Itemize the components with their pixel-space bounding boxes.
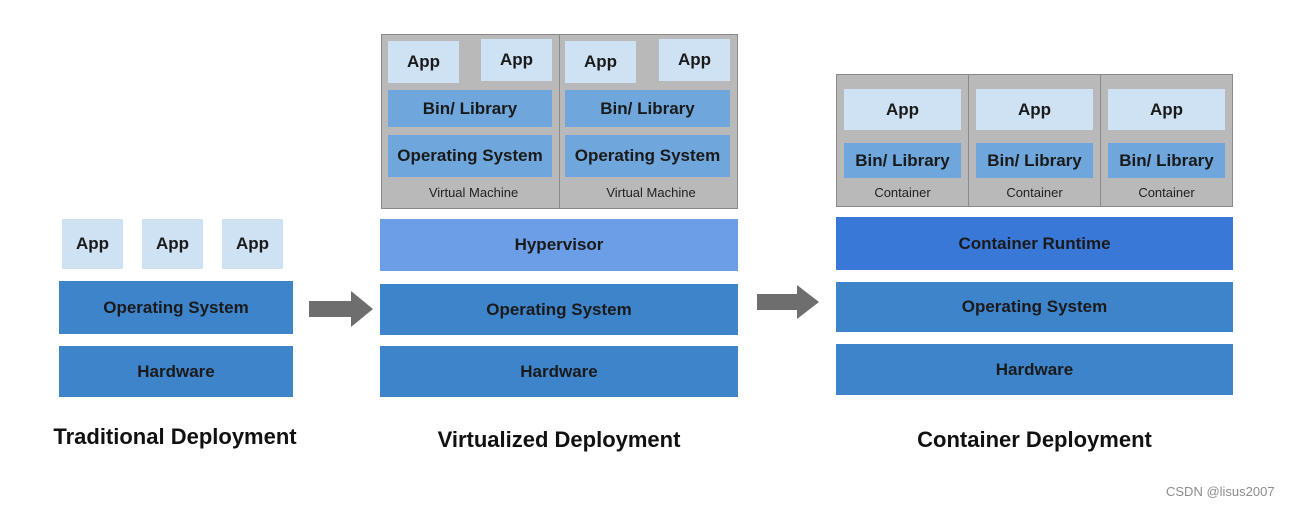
arrow-right-icon bbox=[757, 285, 819, 319]
vm1-library: Bin/ Library bbox=[388, 90, 552, 127]
traditional-app-3: App bbox=[222, 219, 283, 269]
traditional-app-1: App bbox=[62, 219, 123, 269]
vm1-os: Operating System bbox=[388, 135, 552, 177]
vm2-os: Operating System bbox=[565, 135, 730, 177]
hypervisor-layer: Hypervisor bbox=[380, 219, 738, 271]
traditional-hardware-layer: Hardware bbox=[59, 346, 293, 397]
arrow-right-icon bbox=[309, 291, 373, 327]
container3-library: Bin/ Library bbox=[1108, 143, 1225, 178]
container-os-layer: Operating System bbox=[836, 282, 1233, 332]
container3-app: App bbox=[1108, 89, 1225, 130]
virtualized-title: Virtualized Deployment bbox=[437, 427, 681, 452]
vm2-app-1: App bbox=[565, 41, 636, 83]
vm-divider bbox=[559, 35, 560, 208]
virtualized-hardware-layer: Hardware bbox=[380, 346, 738, 397]
traditional-title: Traditional Deployment bbox=[53, 424, 297, 449]
container-hardware-layer: Hardware bbox=[836, 344, 1233, 395]
traditional-app-2: App bbox=[142, 219, 203, 269]
vm1-app-1: App bbox=[388, 41, 459, 83]
container1-app: App bbox=[844, 89, 961, 130]
vm2-library: Bin/ Library bbox=[565, 90, 730, 127]
container2-caption: Container bbox=[1006, 184, 1063, 200]
container1-library: Bin/ Library bbox=[844, 143, 961, 178]
vm1-caption: Virtual Machine bbox=[428, 184, 519, 200]
container2-library: Bin/ Library bbox=[976, 143, 1093, 178]
vm1-app-2: App bbox=[481, 39, 552, 81]
vm2-caption: Virtual Machine bbox=[606, 184, 696, 200]
container2-app: App bbox=[976, 89, 1093, 130]
container1-caption: Container bbox=[874, 184, 931, 200]
container-divider-2 bbox=[1100, 75, 1101, 206]
container-divider-1 bbox=[968, 75, 969, 206]
vm2-app-2: App bbox=[659, 39, 730, 81]
watermark: CSDN @lisus2007 bbox=[1166, 484, 1275, 499]
traditional-os-layer: Operating System bbox=[59, 281, 293, 334]
container3-caption: Container bbox=[1138, 184, 1195, 200]
container-title: Container Deployment bbox=[917, 427, 1152, 452]
container-runtime-layer: Container Runtime bbox=[836, 217, 1233, 270]
virtualized-os-layer: Operating System bbox=[380, 284, 738, 335]
